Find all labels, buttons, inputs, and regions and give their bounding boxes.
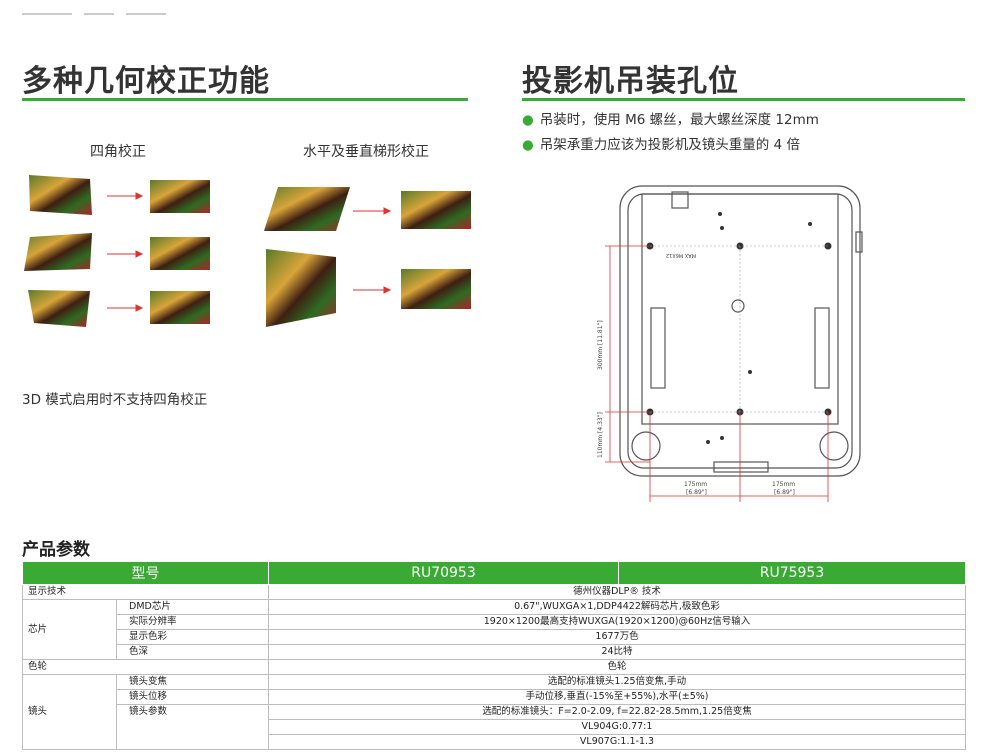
dim-vertical-main: 300mm [11.81"] — [597, 320, 604, 370]
row-group: 镜头 — [22, 674, 117, 750]
table-row: 镜头 镜头变焦 选配的标准镜头1.25倍变焦,手动 — [22, 674, 966, 750]
keystone-illustrations — [24, 175, 471, 327]
table-header-row: 型号 RU70953 RU75953 — [22, 561, 966, 585]
photo-corrected — [150, 291, 210, 324]
dim-h-right-in: [6.89"] — [774, 489, 795, 496]
ceiling-mount-diagram: 300mm [11.81"] 110mm [4.33"] 175mm [6.89… — [597, 185, 863, 502]
photo-corrected — [150, 180, 210, 213]
row-value: 1677万色 — [268, 629, 966, 645]
row-value: 色轮 — [268, 659, 966, 675]
table-row: 芯片 DMD芯片 0.67",WUXGA×1,DDP4422解码芯片,极致色彩 — [22, 599, 966, 660]
dim-vertical-low: 110mm [4.33"] — [597, 412, 604, 458]
caption-hv-keystone: 水平及垂直梯形校正 — [303, 144, 429, 160]
photo-distorted — [29, 175, 92, 215]
dim-h-left: 175mm — [684, 481, 707, 488]
row-sub: 显示色彩 — [116, 629, 269, 645]
table-row: 色轮 色轮 — [22, 659, 966, 675]
row-sub: 镜头参数 — [116, 704, 269, 750]
table-row: VL907G:1.1-1.3 — [23, 734, 966, 750]
photo-corrected — [401, 269, 471, 309]
photo-corrected — [401, 191, 471, 229]
photo-distorted — [28, 290, 90, 327]
spec-table: 型号 RU70953 RU75953 显示技术 德州仪器DLP® 技术 芯片 D… — [22, 561, 966, 750]
photo-corrected — [150, 237, 210, 270]
row-group: 色轮 — [22, 659, 269, 675]
row-value: VL907G:1.1-1.3 — [268, 734, 966, 750]
bullet-item: ●吊装时，使用 M6 螺丝，最大螺丝深度 12mm — [522, 112, 819, 128]
row-group: 显示技术 — [22, 584, 269, 600]
top-fragment — [22, 0, 178, 19]
bullet-item: ●吊架承重力应该为投影机及镜头重量的 4 倍 — [522, 137, 800, 153]
row-value: 选配的标准镜头1.25倍变焦,手动 — [268, 674, 966, 690]
left-title-rule — [22, 98, 468, 101]
caption-four-corner: 四角校正 — [90, 144, 146, 160]
table-row: 色深 24比特 — [23, 644, 966, 660]
spec-title: 产品参数 — [22, 540, 90, 560]
row-value: 1920×1200最高支持WUXGA(1920×1200)@60Hz信号输入 — [268, 614, 966, 630]
row-sub: 镜头变焦 — [116, 674, 269, 690]
table-row: 实际分辨率 1920×1200最高支持WUXGA(1920×1200)@60Hz… — [23, 614, 966, 630]
photo-distorted — [264, 187, 350, 231]
table-row: 镜头参数 选配的标准镜头：F=2.0-2.09, f=22.82-28.5mm,… — [23, 704, 966, 750]
hole-label: MAX M6X12 — [666, 252, 696, 258]
dim-h-right: 175mm — [772, 481, 795, 488]
table-row: 显示技术 德州仪器DLP® 技术 — [22, 584, 966, 600]
row-sub: 镜头位移 — [116, 689, 269, 705]
row-group: 芯片 — [22, 599, 117, 660]
header-ru70953: RU70953 — [268, 561, 619, 585]
header-ru75953: RU75953 — [618, 561, 966, 585]
table-row: 镜头位移 手动位移,垂直(-15%至+55%),水平(±5%) — [23, 689, 966, 705]
row-sub: DMD芯片 — [116, 599, 269, 615]
photo-distorted — [24, 233, 92, 271]
row-sub: 色深 — [116, 644, 269, 660]
row-value: VL904G:0.77:1 — [268, 719, 966, 735]
right-section-title: 投影机吊装孔位 — [522, 64, 739, 99]
bullet-text: 吊装时，使用 M6 螺丝，最大螺丝深度 12mm — [539, 112, 819, 128]
row-sub: 实际分辨率 — [116, 614, 269, 630]
row-value: 手动位移,垂直(-15%至+55%),水平(±5%) — [268, 689, 966, 705]
row-value: 0.67",WUXGA×1,DDP4422解码芯片,极致色彩 — [268, 599, 966, 615]
bullet-text: 吊架承重力应该为投影机及镜头重量的 4 倍 — [539, 137, 800, 153]
row-value: 选配的标准镜头：F=2.0-2.09, f=22.82-28.5mm,1.25倍… — [268, 704, 966, 720]
right-title-rule — [522, 98, 965, 101]
table-row: 显示色彩 1677万色 — [23, 629, 966, 645]
row-value: 24比特 — [268, 644, 966, 660]
left-note: 3D 模式启用时不支持四角校正 — [22, 392, 208, 408]
dim-h-left-in: [6.89"] — [686, 489, 707, 496]
row-value: 德州仪器DLP® 技术 — [268, 584, 966, 600]
header-model: 型号 — [22, 561, 269, 585]
photo-distorted — [266, 249, 336, 327]
left-section-title: 多种几何校正功能 — [22, 64, 270, 99]
